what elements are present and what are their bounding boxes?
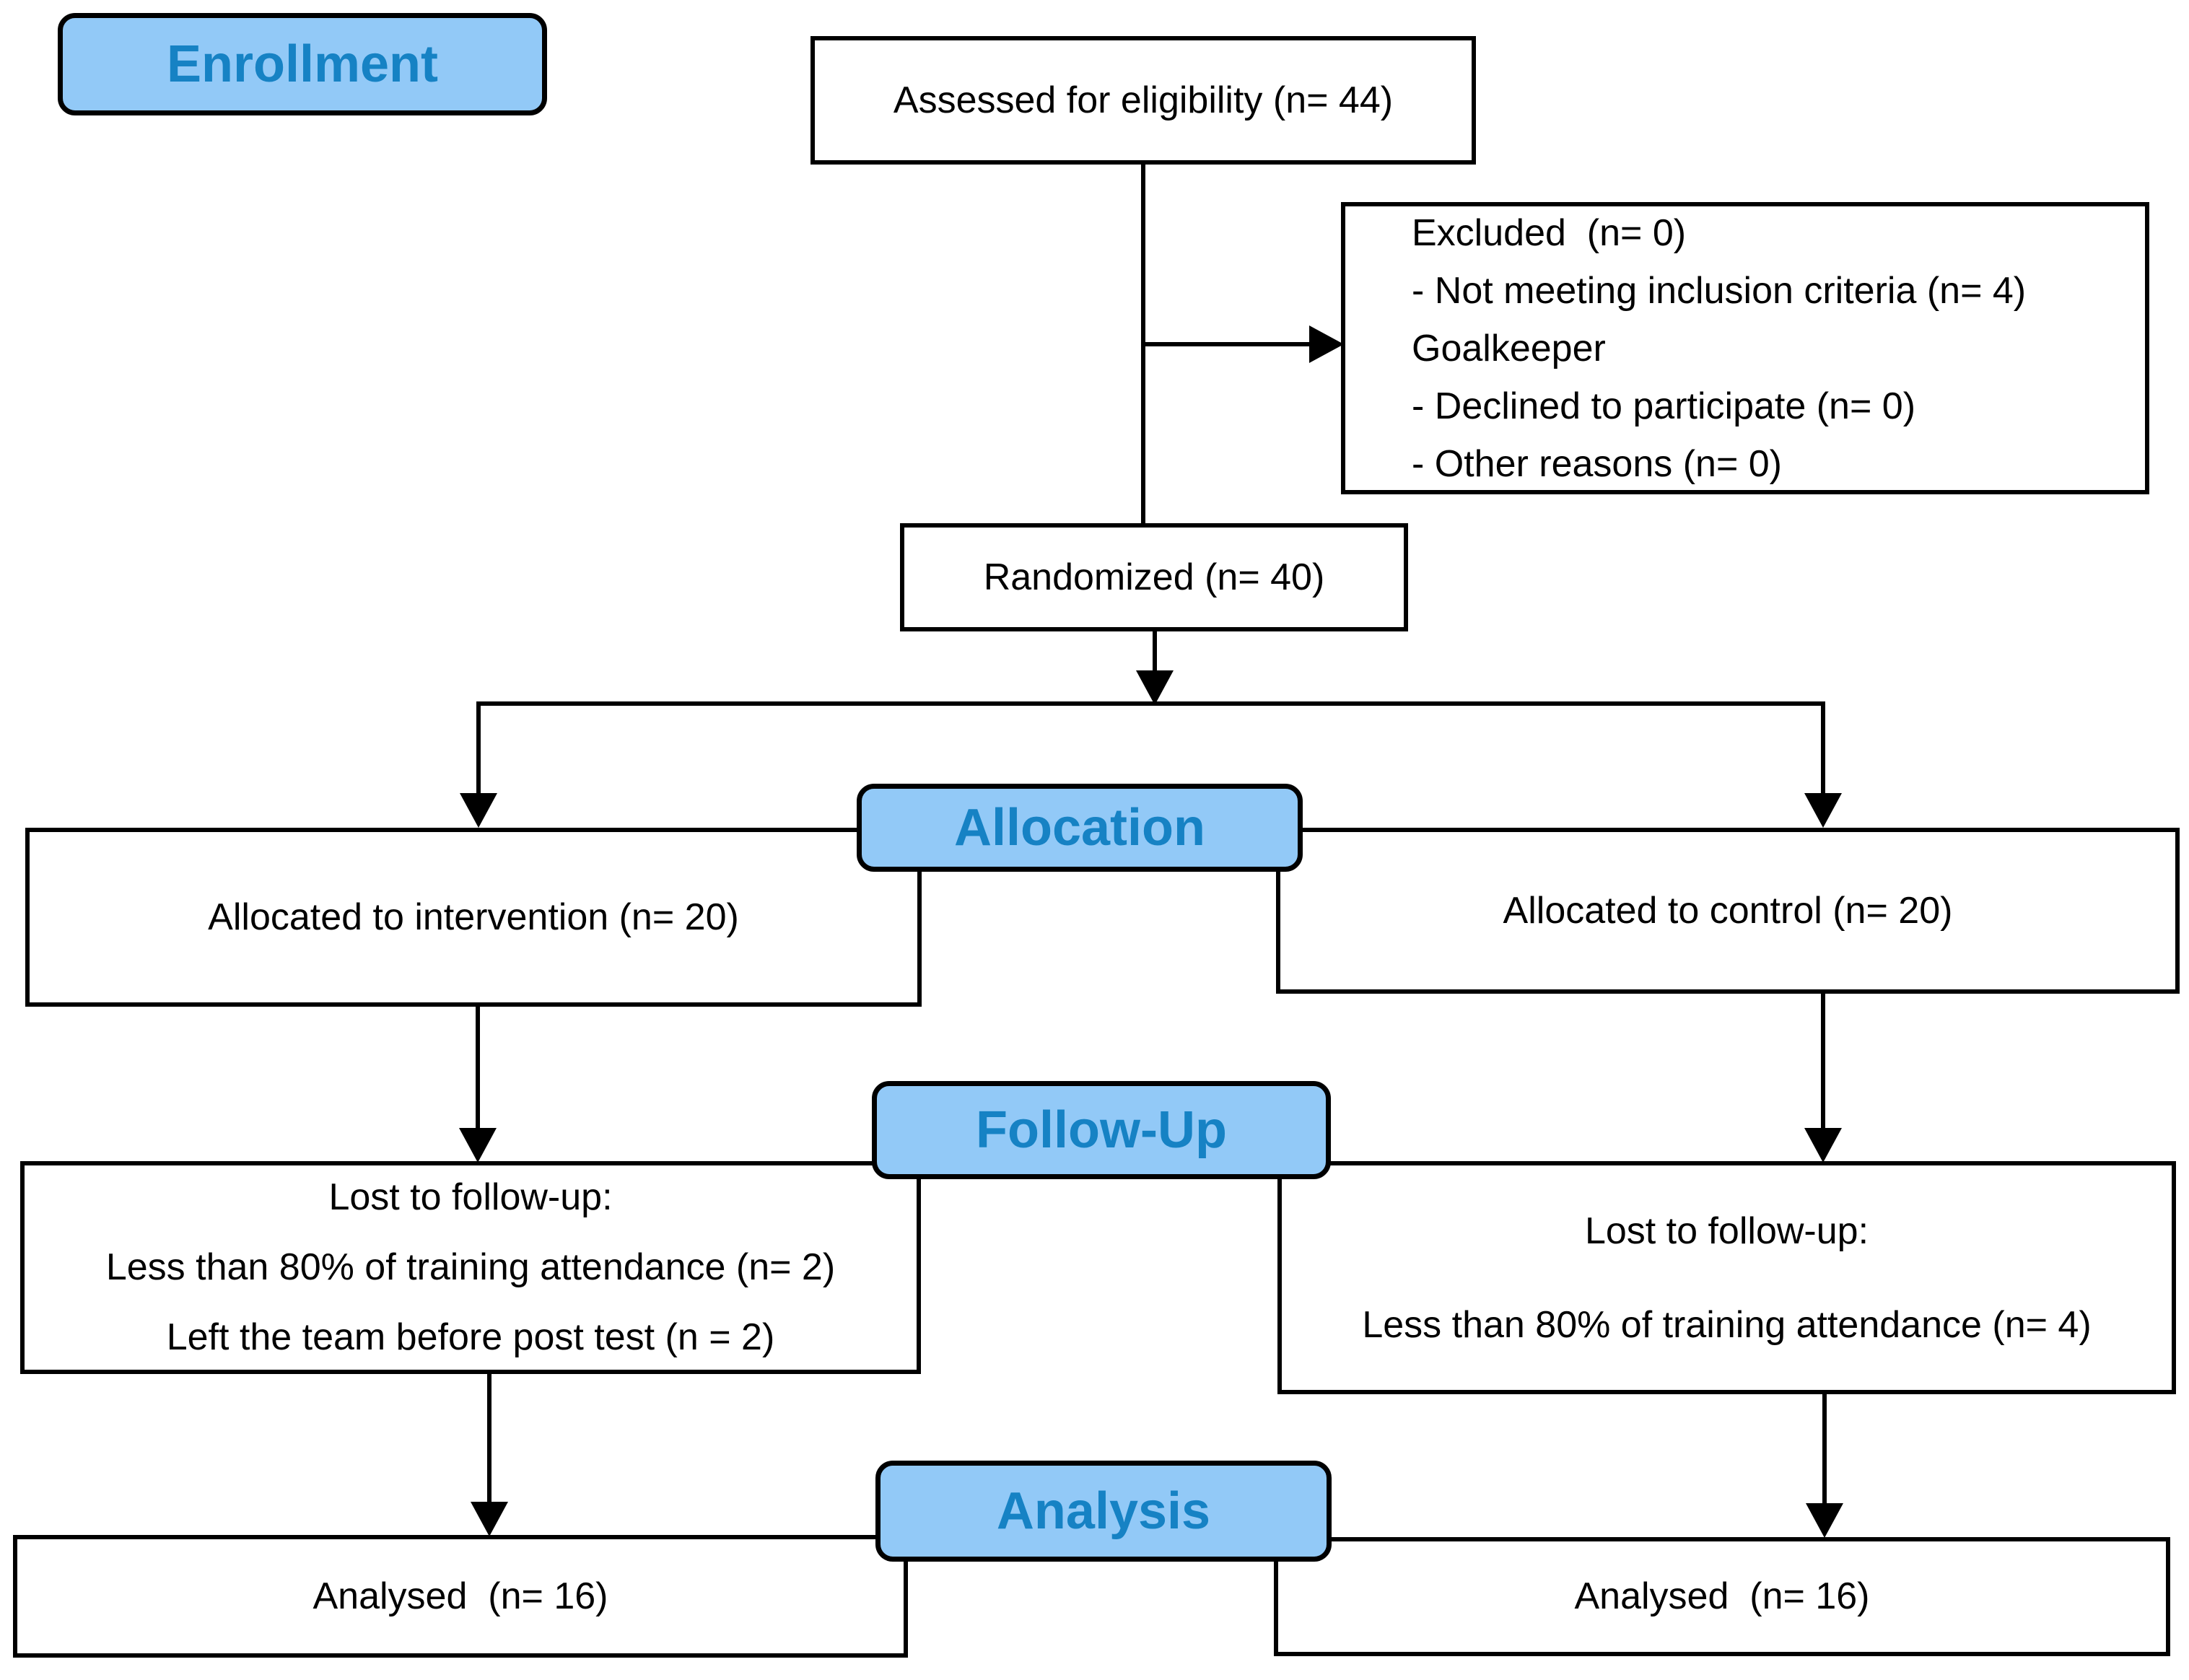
box-line: - Not meeting inclusion criteria (n= 4) xyxy=(1412,269,2027,312)
connector-allocated-lost-control xyxy=(1821,994,1825,1128)
connector-lost-analysed-control xyxy=(1822,1394,1827,1503)
box-lost-control: Lost to follow-up: Less than 80% of trai… xyxy=(1277,1161,2176,1394)
arrowhead-into-analysed-intervention xyxy=(471,1502,508,1536)
badge-allocation: Allocation xyxy=(857,784,1303,872)
box-assessed: Assessed for eligibility (n= 44) xyxy=(811,36,1476,165)
box-excluded: Excluded (n= 0) - Not meeting inclusion … xyxy=(1341,202,2149,494)
connector-randomized-branch xyxy=(1153,631,1157,670)
connector-lost-analysed-intervention xyxy=(487,1374,491,1502)
arrowhead-into-lost-intervention xyxy=(459,1128,497,1163)
connector-branch-intervention xyxy=(476,701,481,793)
box-line: - Declined to participate (n= 0) xyxy=(1412,385,1916,427)
connector-to-excluded xyxy=(1143,342,1309,346)
box-line: Left the team before post test (n = 2) xyxy=(166,1316,775,1358)
connector-branch-control xyxy=(1821,701,1825,793)
arrowhead-onto-branch xyxy=(1136,670,1174,705)
box-randomized: Randomized (n= 40) xyxy=(900,523,1408,631)
arrowhead-into-allocated-intervention xyxy=(460,793,497,828)
box-line: Lost to follow-up: xyxy=(328,1176,613,1218)
arrowhead-into-allocated-control xyxy=(1804,793,1842,828)
badge-enrollment: Enrollment xyxy=(58,13,547,115)
badge-analysis: Analysis xyxy=(875,1461,1332,1562)
connector-allocated-lost-intervention xyxy=(476,1007,480,1128)
box-line: Less than 80% of training attendance (n=… xyxy=(105,1246,836,1288)
badge-follow-up: Follow-Up xyxy=(872,1081,1331,1179)
box-line: Goalkeeper xyxy=(1412,327,1606,369)
box-line: Excluded (n= 0) xyxy=(1412,211,1687,254)
box-line: - Other reasons (n= 0) xyxy=(1412,442,1782,485)
arrowhead-into-lost-control xyxy=(1804,1128,1842,1163)
box-allocated-intervention: Allocated to intervention (n= 20) xyxy=(25,828,922,1007)
box-allocated-control: Allocated to control (n= 20) xyxy=(1276,828,2180,994)
box-line: Lost to follow-up: xyxy=(1584,1209,1869,1252)
box-analysed-control: Analysed (n= 16) xyxy=(1274,1537,2170,1656)
box-line: Less than 80% of training attendance (n=… xyxy=(1362,1303,2092,1346)
box-lost-intervention: Lost to follow-up: Less than 80% of trai… xyxy=(20,1161,921,1374)
arrowhead-into-excluded xyxy=(1309,325,1344,363)
connector-branch-horizontal xyxy=(476,701,1825,706)
arrowhead-into-analysed-control xyxy=(1806,1503,1843,1538)
box-analysed-intervention: Analysed (n= 16) xyxy=(13,1535,908,1658)
